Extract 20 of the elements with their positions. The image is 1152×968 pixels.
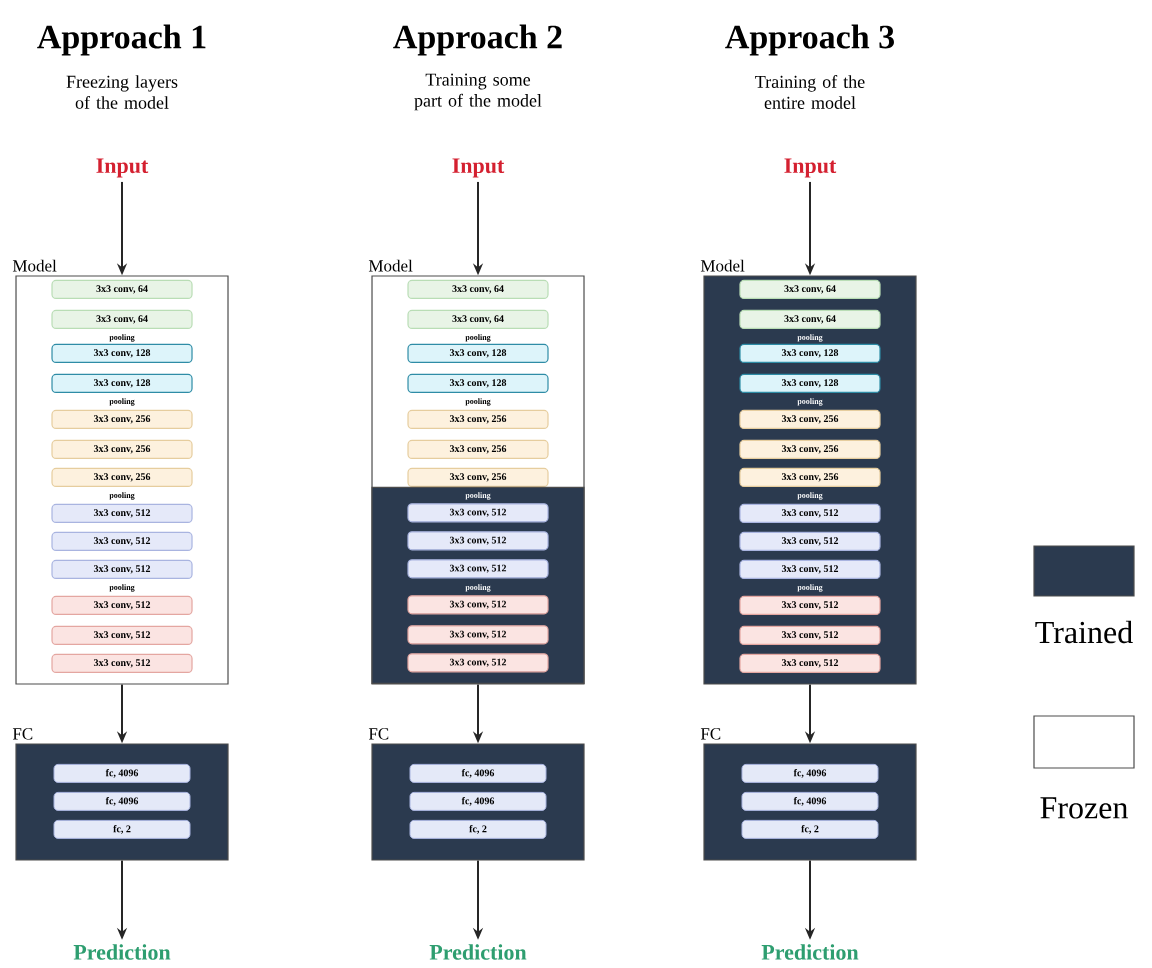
prediction-label: Prediction xyxy=(73,944,171,960)
approach-subtitle: Training of the entire model xyxy=(755,75,865,109)
node-label: Model xyxy=(368,259,413,272)
approach-subtitle: Training some part of the model xyxy=(414,73,542,111)
approach-subtitle: Freezing layers of the model xyxy=(66,75,178,109)
node-label: FC xyxy=(368,728,389,740)
legend-label: Frozen xyxy=(1040,797,1128,819)
input-label: Input xyxy=(784,158,837,178)
prediction-label: Prediction xyxy=(429,944,527,960)
approach-title: Approach 2 xyxy=(393,24,562,56)
node-label: Model xyxy=(12,259,57,272)
node-label: FC xyxy=(700,728,721,740)
legend-label: Trained xyxy=(1035,620,1133,644)
approach-title: Approach 3 xyxy=(725,24,894,56)
node-label: Model xyxy=(700,259,745,272)
input-label: Input xyxy=(452,158,505,178)
node-label: FC xyxy=(12,728,33,740)
prediction-label: Prediction xyxy=(761,944,859,960)
approach-title: Approach 1 xyxy=(37,24,206,56)
input-label: Input xyxy=(96,158,149,178)
